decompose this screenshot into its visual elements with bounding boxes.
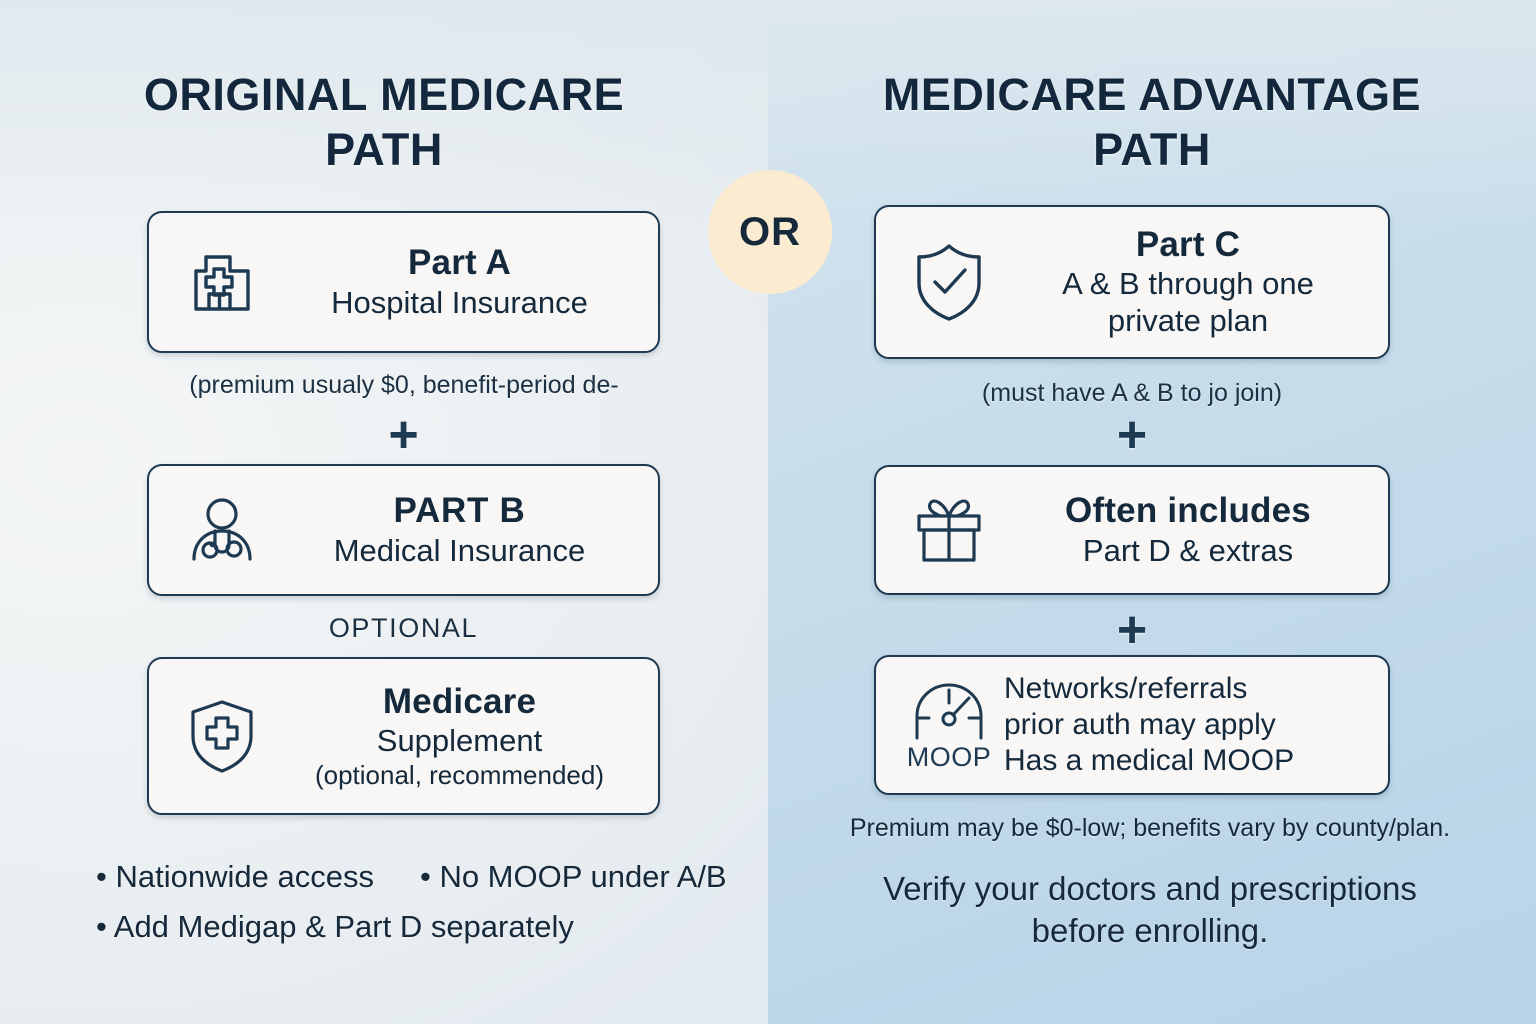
right-title-line1: MEDICARE ADVANTAGE — [882, 69, 1422, 120]
card-often-includes[interactable]: Often includes Part D & extras — [874, 465, 1390, 595]
card-often-includes-subtitle: Part D & extras — [1082, 532, 1294, 568]
card-medicare-supplement-text: Medicare Supplement (optional, recommend… — [277, 682, 648, 790]
card-part-b-title: PART B — [393, 491, 526, 531]
card-part-b[interactable]: PART B Medical Insurance — [147, 464, 660, 596]
card-often-includes-text: Often includes Part D & extras — [1004, 491, 1378, 568]
plus-separator-right-2: + — [1116, 601, 1148, 659]
caption-part-c: (must have A & B to jo join) — [981, 379, 1283, 407]
card-part-b-text: PART B Medical Insurance — [277, 491, 648, 568]
note-verify-line2: before enrolling. — [1031, 912, 1269, 950]
note-verify: Verify your doctors and prescriptions be… — [800, 868, 1500, 952]
original-medicare-column: ORIGINAL MEDICARE PATH Part A Hospital I… — [0, 68, 768, 944]
right-title-line2: PATH — [1093, 123, 1211, 175]
bullet-marker-3: • — [96, 909, 107, 945]
card-supplement-subtitle: Supplement — [376, 723, 543, 759]
gift-icon — [894, 494, 1004, 566]
left-bullet-list: • Nationwide access• No MOOP under A/B •… — [96, 852, 796, 952]
card-part-a-text: Part A Hospital Insurance — [277, 243, 648, 320]
hospital-icon — [167, 247, 277, 317]
card-part-b-subtitle: Medical Insurance — [333, 532, 586, 568]
bullet-text-2: No MOOP under A/B — [439, 859, 727, 894]
plus-separator-right-1: + — [1116, 406, 1148, 464]
bullet-marker-1: • — [96, 859, 107, 894]
list-item: • Nationwide access — [96, 852, 374, 902]
left-title-line1: ORIGINAL MEDICARE — [143, 69, 625, 120]
caption-part-a: (premium usualy $0, benefit-period de- — [189, 371, 619, 399]
or-label: OR — [739, 209, 801, 254]
card-part-a-subtitle: Hospital Insurance — [331, 284, 588, 320]
note-verify-line1: Verify your doctors and prescriptions — [883, 870, 1417, 907]
moop-icon-label: MOOP — [906, 741, 992, 772]
right-column-title: MEDICARE ADVANTAGE PATH — [768, 68, 1536, 178]
card-moop-line2: prior auth may apply — [1004, 708, 1276, 741]
gauge-moop-icon: MOOP — [894, 680, 1004, 771]
card-supplement-note: (optional, recommended) — [314, 760, 605, 791]
medicare-advantage-column: MEDICARE ADVANTAGE PATH — [768, 0, 1536, 1024]
bullet-row-1: • Nationwide access• No MOOP under A/B — [96, 852, 796, 902]
bullet-text-3: Add Medigap & Part D separately — [113, 909, 574, 945]
bullet-marker-2: • — [419, 859, 431, 894]
card-moop-line3: Has a medical MOOP — [1004, 744, 1295, 777]
list-item: • No MOOP under A/B — [420, 852, 727, 902]
plus-separator-left-1: + — [388, 406, 419, 464]
card-part-a[interactable]: Part A Hospital Insurance — [147, 211, 660, 353]
card-moop-line1: Networks/referrals — [1004, 672, 1248, 705]
bullet-text-1: Nationwide access — [115, 859, 374, 894]
list-item: • Add Medigap & Part D separately — [96, 902, 574, 952]
card-part-c[interactable]: Part C A & B through one private plan — [874, 205, 1390, 359]
or-badge: OR — [708, 170, 832, 294]
card-part-a-title: Part A — [408, 243, 511, 283]
doctor-stethoscope-icon — [167, 495, 277, 565]
card-supplement-title: Medicare — [382, 681, 537, 721]
shield-check-icon — [894, 241, 1004, 323]
card-moop-networks[interactable]: MOOP Networks/referrals prior auth may a… — [874, 655, 1390, 795]
card-medicare-supplement[interactable]: Medicare Supplement (optional, recommend… — [147, 657, 660, 815]
card-part-c-title: Part C — [1135, 224, 1241, 264]
left-column-title: ORIGINAL MEDICARE PATH — [0, 68, 768, 178]
card-part-c-text: Part C A & B through one private plan — [1004, 225, 1378, 339]
card-often-includes-title: Often includes — [1065, 491, 1311, 531]
optional-label: OPTIONAL — [328, 613, 479, 643]
bullet-row-2: • Add Medigap & Part D separately — [96, 902, 796, 952]
card-moop-text: Networks/referrals prior auth may apply … — [1004, 671, 1378, 779]
shield-cross-icon — [167, 696, 277, 776]
card-part-c-subtitle-line2: private plan — [1107, 303, 1269, 339]
left-title-line2: PATH — [325, 123, 443, 175]
card-part-c-subtitle-line1: A & B through one — [1062, 266, 1314, 302]
note-premium: Premium may be $0-low; benefits vary by … — [849, 814, 1451, 842]
